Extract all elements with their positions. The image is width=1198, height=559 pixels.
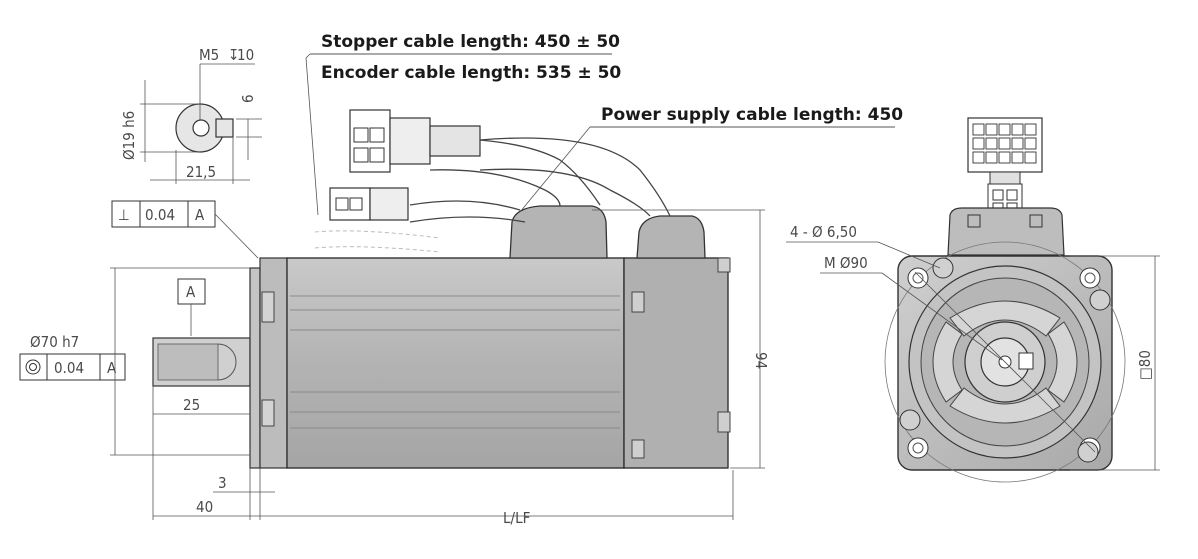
height-label: 94	[752, 352, 770, 369]
concentricity-datum: A	[107, 359, 117, 377]
motor-side-view	[152, 109, 731, 469]
datum-a-label: A	[186, 283, 196, 301]
stopper-leader	[305, 53, 319, 216]
key-height-label: 6	[239, 94, 257, 103]
pcd-label: M Ø90	[824, 254, 868, 272]
shaft-diameter-label: Ø19 h6	[120, 111, 138, 160]
concentricity-frame: Ø70 h7 0.04 A	[19, 333, 126, 381]
motor-front-view	[884, 117, 1126, 483]
perpendicularity-symbol: ⊥	[118, 206, 130, 224]
power-leader	[519, 126, 591, 213]
encoder-cable-label: Encoder cable length: 535 ± 50	[321, 63, 621, 83]
thread-label: M5	[199, 46, 219, 64]
concentricity-value: 0.04	[54, 359, 84, 377]
thread-depth-symbol: ↧	[228, 46, 239, 64]
thread-depth: 10	[237, 46, 254, 64]
square-label: □80	[1136, 350, 1154, 380]
shaft-width-label: 21,5	[186, 163, 216, 181]
perpendicularity-frame: ⊥ 0.04 A	[111, 200, 259, 259]
side-view-dimensions: 25 3 40 L/LF 94	[110, 209, 770, 527]
pilot-diameter-label: Ø70 h7	[30, 333, 79, 351]
body-length-label: L/LF	[503, 509, 530, 527]
shaft-end-detail: M5 ↧ 10 Ø19 h6 6 21,5	[120, 46, 262, 184]
shaft-length-label: 25	[183, 396, 200, 414]
shaft-total-label: 40	[196, 498, 213, 516]
datum-a-box: A	[177, 278, 206, 336]
perpendicularity-datum: A	[195, 206, 205, 224]
front-view-dimensions: 4 - Ø 6,50 M Ø90 □80	[786, 223, 1160, 471]
power-cable-label: Power supply cable length: 450	[601, 105, 903, 125]
stopper-cable-label: Stopper cable length: 450 ± 50	[321, 32, 620, 52]
flange-thickness-label: 3	[218, 474, 227, 492]
holes-label: 4 - Ø 6,50	[790, 223, 857, 241]
perpendicularity-value: 0.04	[145, 206, 175, 224]
